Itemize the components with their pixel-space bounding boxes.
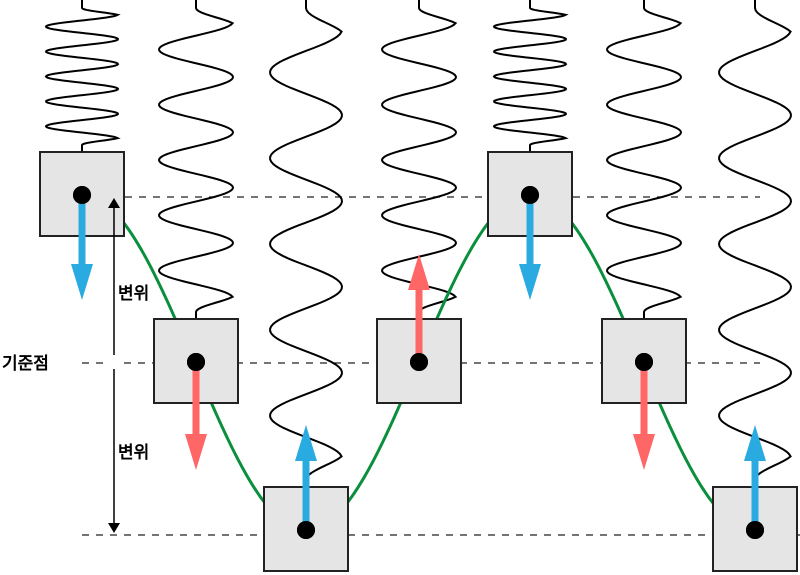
velocity-arrow-up xyxy=(295,425,317,530)
velocity-arrow-down xyxy=(71,195,93,300)
spring xyxy=(157,0,235,320)
mass-center-dot xyxy=(746,521,764,539)
mass-center-dot xyxy=(410,353,428,371)
displacement-label-lower: 변위 xyxy=(118,443,149,463)
axis-arrowhead-down xyxy=(108,523,120,533)
mass-center-dot xyxy=(73,186,91,204)
springs xyxy=(44,0,793,488)
velocity-arrow-up xyxy=(744,425,766,530)
spring xyxy=(268,0,344,488)
acceleration-arrow-down xyxy=(185,362,207,470)
mass-center-dot xyxy=(187,353,205,371)
equilibrium-label: 기준점 xyxy=(2,354,49,374)
mass-center-dot xyxy=(635,353,653,371)
spring xyxy=(492,0,569,153)
velocity-arrow-down xyxy=(519,195,541,300)
axis-label-gap xyxy=(104,355,124,369)
displacement-label-upper: 변위 xyxy=(118,284,149,304)
arrow-head-icon xyxy=(744,425,766,461)
mass-center-dot xyxy=(297,521,315,539)
displacement-axis xyxy=(104,198,124,533)
spring xyxy=(380,0,458,320)
motion-arrows xyxy=(71,186,766,539)
spring xyxy=(605,0,683,320)
acceleration-arrow-up xyxy=(408,254,430,362)
arrow-head-icon xyxy=(519,264,541,300)
arrow-head-icon xyxy=(408,254,430,290)
arrow-head-icon xyxy=(633,434,655,470)
spring xyxy=(44,0,121,153)
spring xyxy=(717,0,793,488)
arrow-head-icon xyxy=(71,264,93,300)
mass-center-dot xyxy=(521,186,539,204)
axis-arrowhead-up xyxy=(108,198,120,208)
acceleration-arrow-down xyxy=(633,362,655,470)
arrow-head-icon xyxy=(295,425,317,461)
arrow-head-icon xyxy=(185,434,207,470)
